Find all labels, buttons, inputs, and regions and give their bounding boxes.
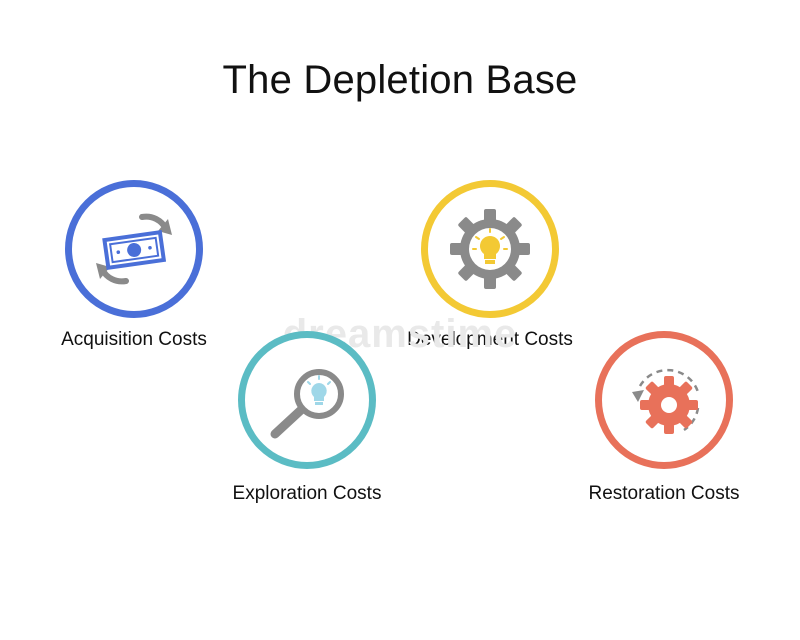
restoration-label: Restoration Costs bbox=[588, 483, 740, 504]
exploration-label: Exploration Costs bbox=[232, 483, 382, 504]
acquisition-ring bbox=[65, 180, 203, 318]
gear-lightbulb-icon bbox=[450, 209, 530, 289]
acquisition-label: Acquisition Costs bbox=[61, 329, 207, 350]
magnifier-lightbulb-icon bbox=[270, 369, 344, 439]
exploration-ring bbox=[238, 331, 376, 469]
money-exchange-icon bbox=[96, 213, 172, 285]
development-ring bbox=[421, 180, 559, 318]
restoration-ring bbox=[595, 331, 733, 469]
diagram-title: The Depletion Base bbox=[222, 58, 578, 102]
gear-restore-icon bbox=[632, 368, 700, 434]
development-label: Development Costs bbox=[407, 329, 573, 350]
